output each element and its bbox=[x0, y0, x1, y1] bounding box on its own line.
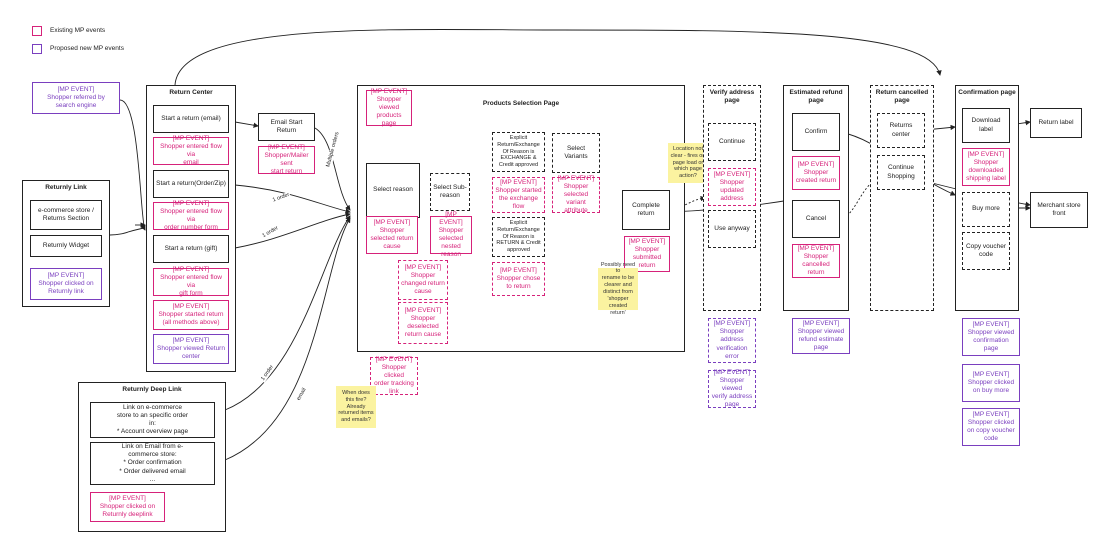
ecommerce-returns-section[interactable]: e-commerce store / Returns Section bbox=[30, 200, 102, 230]
return-center-title: Return Center bbox=[169, 89, 213, 96]
legend-proposed-label: Proposed new MP events bbox=[50, 45, 124, 52]
confirmation-page-title: Confirmation page bbox=[958, 89, 1016, 96]
return-label: Return label bbox=[1030, 108, 1082, 138]
event-started-exchange: [MP EVENT] Shopper started the exchange … bbox=[492, 177, 545, 213]
event-created-return: [MP EVENT] Shopper created return bbox=[792, 156, 840, 190]
event-viewed-refund: [MP EVENT] Shopper viewed refund estimat… bbox=[792, 318, 850, 354]
buy-more-button[interactable]: Buy more bbox=[962, 192, 1010, 227]
legend-existing-label: Existing MP events bbox=[50, 27, 106, 34]
event-selected-return-cause: [MP EVENT] Shopper selected return cause bbox=[366, 216, 418, 254]
verify-continue[interactable]: Continue bbox=[708, 123, 756, 161]
select-reason[interactable]: Select reason bbox=[366, 163, 420, 218]
returnly-widget[interactable]: Returnly Widget bbox=[30, 235, 102, 257]
note-when-fires: When does this fire? Already returned it… bbox=[336, 386, 376, 428]
note-location-unclear: Location not clear - fires on page load … bbox=[668, 143, 708, 183]
event-returnly-link-click: [MP EVENT] Shopper clicked on Returnly l… bbox=[30, 268, 102, 300]
verify-use-anyway[interactable]: Use anyway bbox=[708, 210, 756, 248]
event-entered-via-email: [MP EVENT] Shopper entered flow via emai… bbox=[153, 135, 229, 166]
refund-page-title: Estimated refund page bbox=[789, 89, 843, 104]
note-rename: Possibly need to rename to be clearer an… bbox=[598, 262, 638, 316]
returnly-link-title: Returnly Link bbox=[45, 184, 87, 191]
event-submitted-return: [MP EVENT] Shopper submitted return bbox=[624, 236, 670, 272]
deep-link-ecommerce[interactable]: Link on e-commerce store to an specific … bbox=[90, 402, 215, 438]
event-downloaded-label: [MP EVENT] Shopper downloaded shipping l… bbox=[962, 148, 1010, 186]
event-clicked-copy-voucher: [MP EVENT] Shopper clicked on copy vouch… bbox=[962, 408, 1020, 446]
event-chose-to-return: [MP EVENT] Shopper chose to return bbox=[492, 262, 545, 296]
deep-link-title: Returnly Deep Link bbox=[122, 386, 182, 393]
event-viewed-return-center: [MP EVENT] Shopper viewed Return center bbox=[153, 334, 229, 364]
event-search-referral: [MP EVENT] Shopper referred by search en… bbox=[32, 82, 120, 114]
deep-link-email[interactable]: Link on Email from e- commerce store: * … bbox=[90, 442, 215, 485]
event-deeplink-click: [MP EVENT] Shopper clicked on Returnly d… bbox=[90, 492, 165, 522]
event-entered-via-gift: [MP EVENT] Shopper entered flow via gift… bbox=[153, 266, 229, 297]
returns-center-button[interactable]: Returns center bbox=[877, 113, 925, 148]
start-return-order-zip[interactable]: Start a return(Order/Zip) bbox=[153, 170, 229, 198]
event-cancelled-return: [MP EVENT] Shopper cancelled return bbox=[792, 244, 840, 278]
event-updated-address: [MP EVENT] Shopper updated address bbox=[708, 168, 756, 206]
event-order-tracking: [MP EVENT] Shopper clicked order trackin… bbox=[370, 356, 418, 395]
verify-address-title: Verify address page bbox=[709, 89, 755, 104]
cancelled-page-title: Return cancelled page bbox=[875, 89, 929, 104]
event-changed-return-cause: [MP EVENT] Shopper changed return cause bbox=[398, 260, 448, 300]
legend-existing-swatch bbox=[32, 26, 42, 36]
event-viewed-verify: [MP EVENT] Shopper viewed verify address… bbox=[708, 369, 756, 408]
email-start-return[interactable]: Email Start Return bbox=[258, 113, 315, 141]
products-title: Products Selection Page bbox=[482, 100, 560, 107]
legend-proposed-swatch bbox=[32, 44, 42, 54]
start-return-email[interactable]: Start a return (email) bbox=[153, 105, 229, 133]
merchant-store-front: Merchant store front bbox=[1030, 192, 1088, 228]
select-variants[interactable]: Select Variants bbox=[552, 133, 600, 173]
event-verify-error: [MP EVENT] Shopper address verification … bbox=[708, 318, 756, 363]
download-label-button[interactable]: Download label bbox=[962, 108, 1010, 143]
event-mailer-sent: [MP EVENT] Shopper/Mailer sent start ret… bbox=[258, 144, 315, 175]
explicit-return: Explicit Return/Exchange Of Reason is RE… bbox=[492, 217, 545, 257]
refund-cancel[interactable]: Cancel bbox=[792, 200, 840, 238]
continue-shopping-button[interactable]: Continue Shopping bbox=[877, 155, 925, 190]
event-entered-via-order-form: [MP EVENT] Shopper entered flow via orde… bbox=[153, 200, 229, 231]
refund-confirm[interactable]: Confirm bbox=[792, 113, 840, 151]
event-viewed-products: [MP EVENT] Shopper viewed products page bbox=[366, 88, 412, 127]
event-selected-variant: [MP EVENT] Shopper selected variant attr… bbox=[552, 175, 600, 214]
complete-return[interactable]: Complete return bbox=[622, 190, 670, 230]
copy-voucher-button[interactable]: Copy voucher code bbox=[962, 232, 1010, 270]
event-started-return: [MP EVENT] Shopper started return (all m… bbox=[153, 300, 229, 330]
event-deselected-return-cause: [MP EVENT] Shopper deselected return cau… bbox=[398, 302, 448, 344]
event-selected-nested-reason: [MP EVENT] Shopper selected nested reaso… bbox=[430, 211, 472, 258]
event-clicked-buy-more: [MP EVENT] Shopper clicked on buy more bbox=[962, 364, 1020, 402]
select-subreason[interactable]: Select Sub- reason bbox=[430, 173, 470, 211]
explicit-exchange: Explicit Return/Exchange Of Reason is EX… bbox=[492, 132, 545, 172]
event-viewed-confirmation: [MP EVENT] Shopper viewed confirmation p… bbox=[962, 318, 1020, 356]
start-return-gift[interactable]: Start a return (gift) bbox=[153, 235, 229, 263]
